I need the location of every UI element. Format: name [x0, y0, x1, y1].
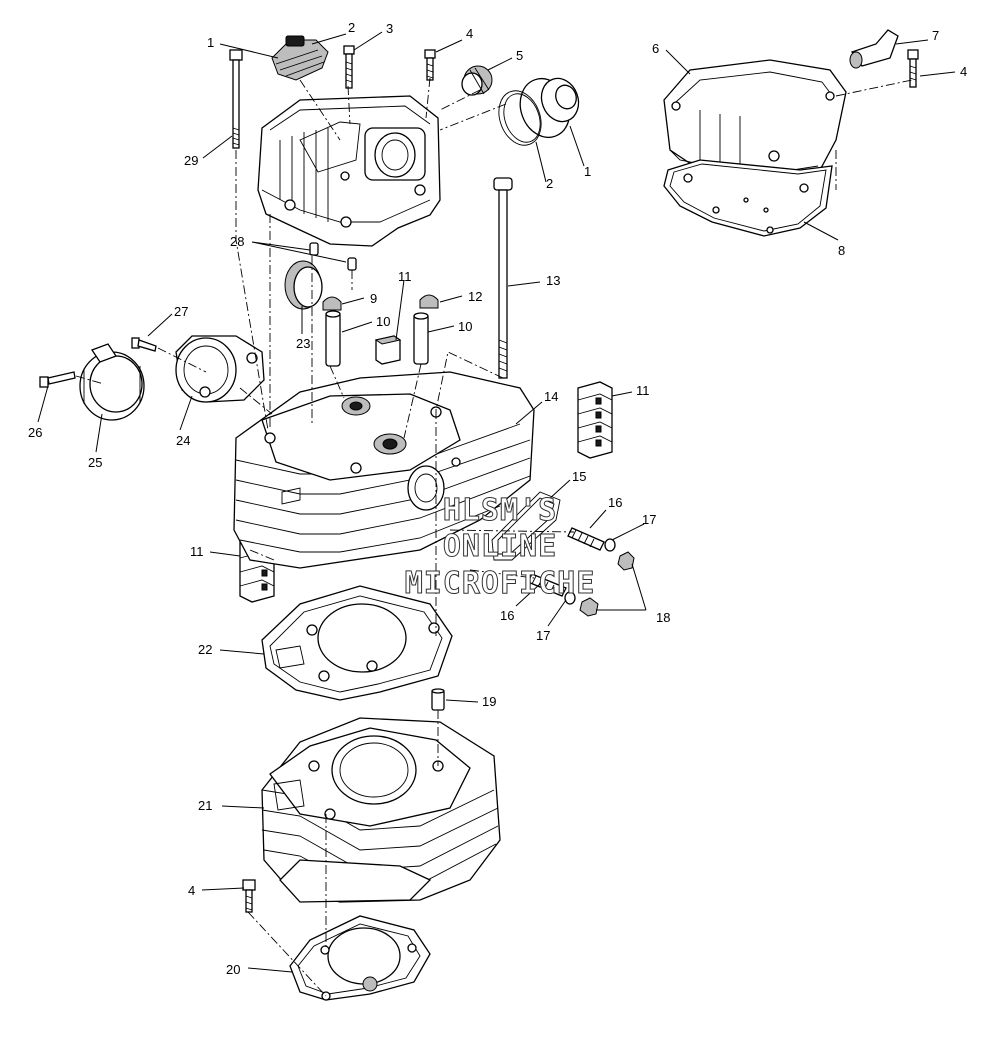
exhaust-gasket-15: [491, 491, 561, 561]
callout-22: 22: [198, 642, 212, 657]
callout-6: 6: [652, 41, 659, 56]
exhaust-studs-16: [527, 527, 605, 597]
callout-8: 8: [838, 243, 845, 258]
damper-stack-11-right: [577, 381, 613, 459]
callout-5: 5: [516, 48, 523, 63]
breather-cap-top: [271, 35, 329, 81]
callout-21: 21: [198, 798, 212, 813]
callout-27: 27: [174, 304, 188, 319]
camshaft-holder: [257, 95, 441, 247]
cylinder-head-14: [233, 371, 535, 569]
breather-elbow-7: [849, 29, 899, 69]
callout-20: 20: [226, 962, 240, 977]
base-gasket-20: [289, 915, 431, 1001]
callout-2-top: 2: [348, 20, 355, 35]
callout-11-top: 11: [398, 269, 412, 284]
callout-12: 12: [468, 289, 482, 304]
bolt-4-bottom: [242, 879, 256, 913]
callout-25: 25: [88, 455, 102, 470]
callout-11-left: 11: [190, 544, 204, 559]
callout-11-right: 11: [636, 383, 650, 398]
bolt-4-top: [424, 49, 436, 81]
callout-3: 3: [386, 21, 393, 36]
long-bolt-29: [229, 49, 243, 149]
callout-4-right: 4: [960, 64, 967, 79]
bolt-3: [343, 45, 355, 89]
callout-14: 14: [544, 389, 558, 404]
hose-clamp-25: [79, 343, 145, 421]
callout-28: 28: [230, 234, 244, 249]
leader-lines: [37, 31, 956, 973]
callout-15: 15: [572, 469, 586, 484]
callout-2-right: 2: [546, 176, 553, 191]
callout-labels: 1 2 3 4 5 2 1 29 28 6 7 4 8 13 11 9 12 1…: [28, 20, 967, 977]
callout-19: 19: [482, 694, 496, 709]
callout-9: 9: [370, 291, 377, 306]
intake-pipe-24: [175, 335, 265, 403]
valve-cover-gasket-8: [663, 159, 833, 237]
callout-17-top: 17: [642, 512, 656, 527]
nuts-18: [579, 551, 635, 617]
callout-7: 7: [932, 28, 939, 43]
watermark-line-2: ONLINE: [443, 529, 557, 564]
callout-4-bottom: 4: [188, 883, 195, 898]
screw-27: [131, 337, 157, 352]
callout-13: 13: [546, 273, 560, 288]
callout-1-top-left: 1: [207, 35, 214, 50]
callout-24: 24: [176, 433, 190, 448]
bolt-4-right: [907, 49, 919, 88]
head-gasket-22: [261, 585, 453, 701]
assembly-center-lines: [75, 77, 913, 997]
screw-26: [39, 371, 76, 388]
cylinder-21: [261, 717, 501, 903]
round-cover-and-o-ring: [498, 77, 580, 146]
callout-4-top: 4: [466, 26, 473, 41]
callout-10-right: 10: [458, 319, 472, 334]
dowel-19: [431, 688, 445, 711]
callout-1-right: 1: [584, 164, 591, 179]
stud-13: [493, 177, 513, 379]
callout-10-left: 10: [376, 314, 390, 329]
valve-seals-and-guides: [322, 294, 439, 367]
callout-16-bottom: 16: [500, 608, 514, 623]
callout-18: 18: [656, 610, 670, 625]
watermark-line-3: MICROFICHE: [405, 566, 596, 601]
watermark: HLSM'S ONLINE MICROFICHE: [404, 493, 596, 602]
dowel-pins-28: [309, 242, 357, 271]
cap-23: [284, 260, 323, 310]
washers-17: [564, 538, 616, 605]
callout-17-bottom: 17: [536, 628, 550, 643]
valve-cover-6: [663, 59, 847, 177]
callout-29: 29: [184, 153, 198, 168]
plug-5: [461, 65, 493, 96]
callout-26: 26: [28, 425, 42, 440]
damper-block-11-top: [374, 335, 402, 365]
watermark-line-1: HLSM'S: [443, 493, 557, 528]
callout-16-top: 16: [608, 495, 622, 510]
callout-23: 23: [296, 336, 310, 351]
